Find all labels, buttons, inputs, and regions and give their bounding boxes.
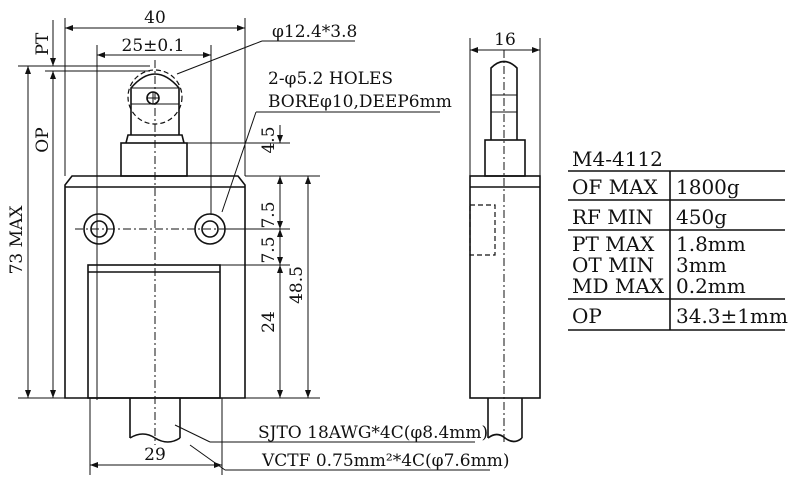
spec-value: 0.2mm [676,274,746,298]
dim-pt-label: PT [33,32,53,55]
label-area [87,264,221,399]
model-number: M4-4112 [572,147,663,171]
spec-value: 3mm [676,253,727,277]
dim-48-5-label: 48.5 [287,266,307,304]
spec-row: OF MAX 1800g [572,175,740,199]
spec-value: 450g [676,205,727,229]
spec-label: OF MAX [572,175,659,199]
spec-label: OT MIN [572,253,654,277]
dim-width-label: 40 [144,8,166,28]
roller-note: φ12.4*3.8 [272,22,357,42]
dim-7-5-upper-label: 7.5 [259,201,279,228]
holes-note-line2: BOREφ10,DEEP6mm [268,92,452,112]
dim-op-label: OP [33,127,53,152]
plunger-base [120,142,188,177]
spec-value: 1800g [676,175,740,199]
dim-hole-spacing-label: 25±0.1 [122,36,185,56]
side-body [469,175,541,399]
cable [129,398,181,443]
holes-note-line1: 2-φ5.2 HOLES [268,69,393,89]
dim-7-5-lower-label: 7.5 [259,236,279,263]
spec-table: M4-4112 OF MAX 1800g RF MIN 450g PT MAX … [568,147,788,331]
cable-note-line2: VCTF 0.75mm²*4C(φ7.6mm) [261,451,510,471]
side-cable [487,398,523,443]
cable-note-line1: SJTO 18AWG*4C(φ8.4mm) [258,423,488,443]
hidden-outline [469,204,496,256]
dim-4-5-label: 4.5 [259,126,279,153]
spec-row: PT MAX 1.8mm [572,232,746,256]
spec-row: MD MAX 0.2mm [572,274,746,298]
spec-row: OP 34.3±1mm [572,304,788,328]
spec-label: RF MIN [572,205,653,229]
spec-label: PT MAX [572,232,655,256]
side-dim-width-label: 16 [494,30,516,50]
spec-label: OP [572,304,602,328]
dim-bottom-label: 29 [144,445,166,465]
side-view: 16 [469,30,541,445]
dim-24-label: 24 [259,311,279,333]
spec-value: 34.3±1mm [676,304,788,328]
front-view: 40 25±0.1 φ12.4*3.8 2-φ5.2 HOLES BOREφ10… [7,8,510,475]
spec-value: 1.8mm [676,232,746,256]
dim-height-label: 73 MAX [7,205,27,275]
spec-row: OT MIN 3mm [572,253,727,277]
spec-row: RF MIN 450g [572,205,727,229]
spec-label: MD MAX [572,274,665,298]
plunger-roller-housing [130,73,180,135]
